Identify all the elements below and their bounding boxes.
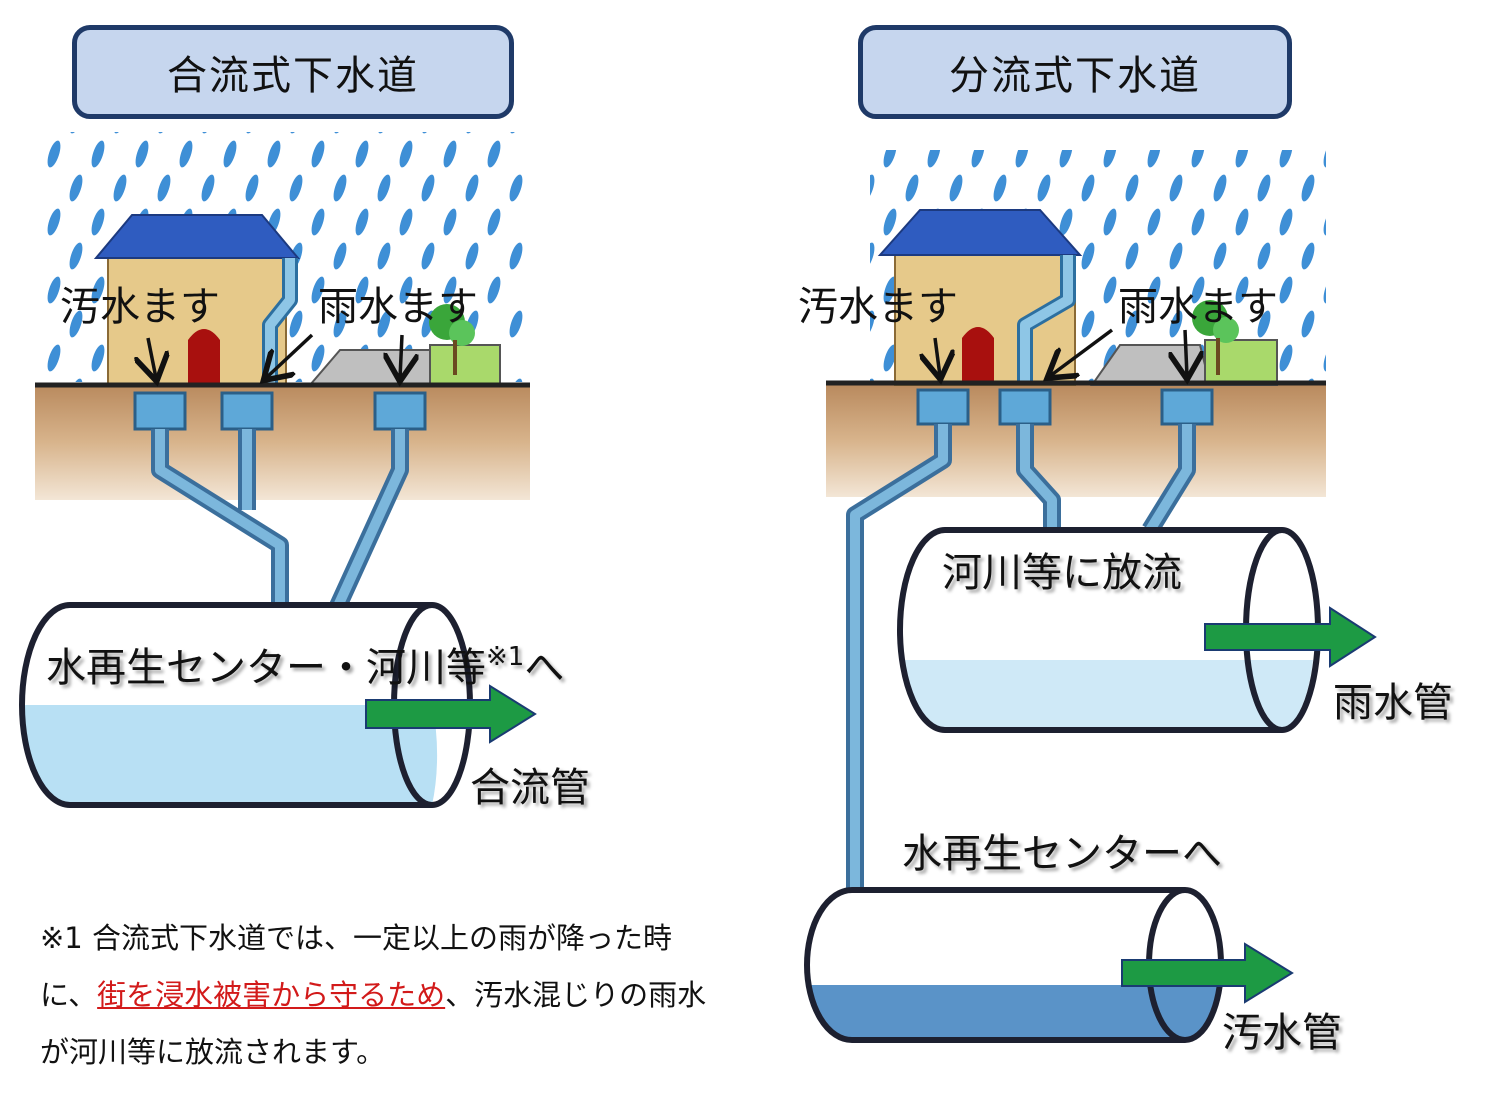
combined-pipe [19, 602, 473, 808]
combined-pipe-name: 合流管 [470, 765, 590, 811]
sewage-flow-arrow [1121, 942, 1294, 1004]
sewage-pipe-name: 汚水管 [1222, 1010, 1342, 1056]
rain-pipe [897, 527, 1321, 733]
footnote-highlight: 街を浸水被害から守るため [97, 978, 446, 1012]
separate-rain-inlet-label: 雨水ます [1118, 284, 1278, 330]
combined-rain-inlet-label: 雨水ます [318, 284, 478, 330]
rain-flow-arrow [1204, 606, 1377, 668]
soil-left [35, 385, 530, 500]
separate-sewer-title: 分流式下水道 [858, 25, 1292, 119]
combined-pipe-destination-label: 水再生センター・河川等※1へ [46, 642, 565, 691]
separate-scene [804, 150, 1377, 1043]
sewage-pipe-destination-label: 水再生センターへ [902, 831, 1222, 877]
combined-flow-arrow [365, 684, 537, 744]
rain-pipe-name: 雨水管 [1333, 680, 1453, 726]
rain-pipe-destination-label: 河川等に放流 [942, 550, 1182, 596]
footnote: ※1 合流式下水道では、一定以上の雨が降った時に、街を浸水被害から守るため、汚水… [40, 921, 707, 1069]
combined-sewer-title: 合流式下水道 [72, 25, 514, 119]
separate-sewage-inlet-label: 汚水ます [798, 284, 958, 330]
combined-scene [19, 132, 537, 808]
combined-sewage-inlet-label: 汚水ます [60, 284, 220, 330]
